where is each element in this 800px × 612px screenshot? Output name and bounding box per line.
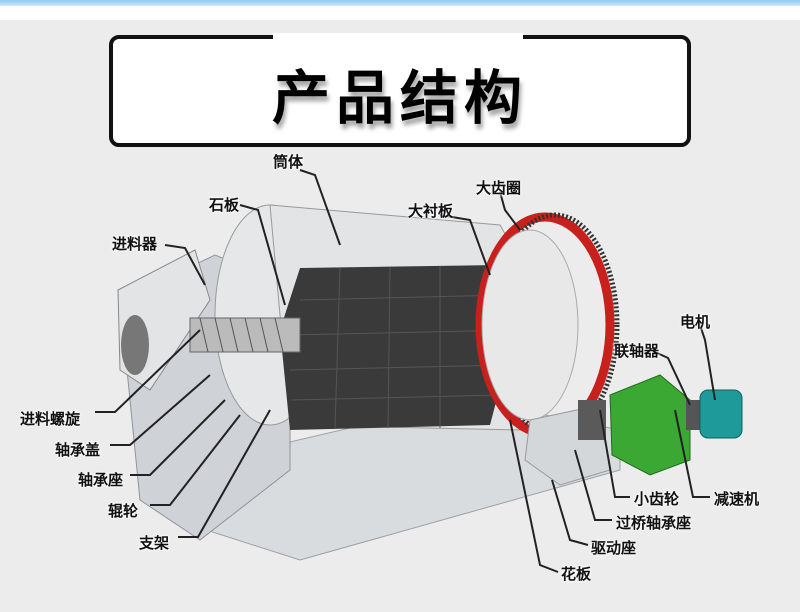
reducer [609,374,691,476]
label-big-gear-ring: 大齿圈 [476,179,522,197]
leader-lines [95,169,716,573]
label-pinion: 小齿轮 [634,490,680,508]
top-accent-bar [0,0,800,6]
label-bearing-seat: 轴承座 [78,471,124,489]
label-drive-seat: 驱动座 [591,539,637,557]
label-reducer: 减速机 [714,490,760,508]
title-frame: 产品结构 [109,33,691,147]
label-coupling: 联轴器 [614,342,660,360]
label-feed-screw: 进料螺旋 [20,410,81,428]
label-flower-plate: 花板 [561,565,592,583]
label-motor: 电机 [680,313,711,331]
motor [699,389,743,439]
label-bearing-cover: 轴承盖 [55,441,101,459]
label-bridge-bearing-seat: 过桥轴承座 [616,514,692,532]
label-feeder: 进料器 [112,235,158,253]
page-title: 产品结构 [271,64,528,132]
feeder-opening [121,315,149,375]
coupling [686,400,700,430]
label-bracket: 支架 [139,534,170,552]
label-roller: 辊轮 [108,502,139,520]
top-band [0,6,800,20]
label-stone-plate: 石板 [209,196,240,214]
label-big-liner: 大衬板 [408,202,454,220]
label-shell: 筒体 [273,153,304,171]
title-frame-gap [273,33,523,41]
